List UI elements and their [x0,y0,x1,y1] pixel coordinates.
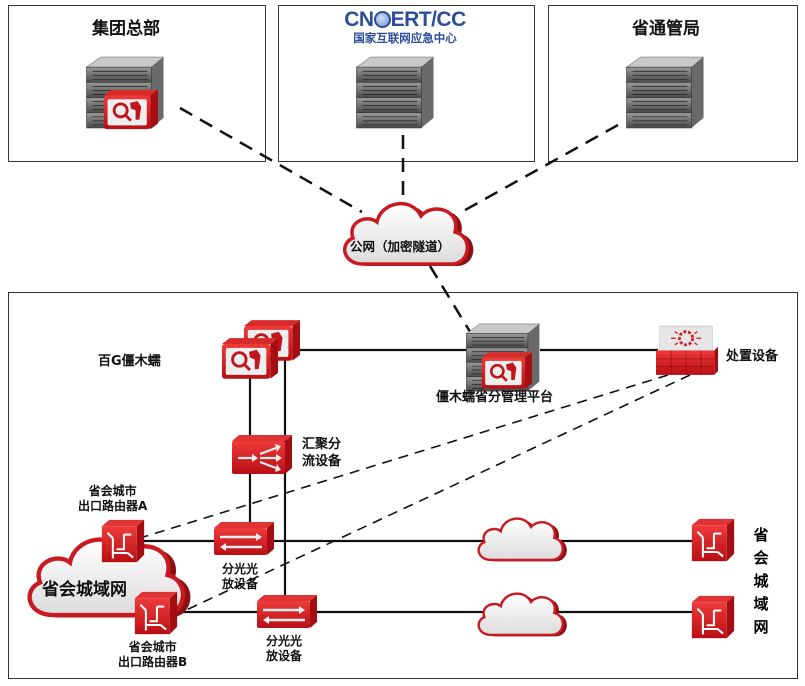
encrypted-links [179,106,619,336]
router-a-label: 省会城市 出口路由器A [78,484,148,513]
metro-cloud-right-2-icon [477,592,568,638]
metro-cloud-right-1-icon [477,517,568,563]
link-cloud-mgmt [428,265,474,336]
cncert-logo-subtitle: 国家互联网应急中心 [353,31,457,45]
prov-server-icon [626,56,704,129]
link-disposal-router-b [181,374,691,613]
public-cloud-icon [342,201,475,268]
cncert-logo-cn: CN [344,8,374,31]
mgmt-platform-label: 僵木蠕省分管理平台 [436,390,554,405]
metro-cloud-label: 省会城域网 [42,580,127,600]
cncert-server-icon [356,56,434,129]
cncert-logo: CN ERT/CC 国家互联网应急中心 [330,8,480,46]
hq-title: 集团总部 [92,19,160,39]
link-disposal-router-a [139,374,669,539]
disposal-links [139,374,691,613]
prov-title: 省通管局 [632,19,700,39]
aggregation-device-icon [230,433,292,475]
link-hq-cloud [179,106,363,214]
router-a-icon [100,518,146,564]
splitter-2-icon [255,593,317,630]
router-b-label: 省会城市 出口路由器B [118,640,188,669]
cncert-logo-ert: ERT/CC [390,8,467,31]
globe-icon [373,11,391,28]
router-b-icon [133,590,179,636]
aggregation-label: 汇聚分 流设备 [302,437,342,469]
public-cloud-label: 公网（加密隧道） [350,239,451,254]
remote-router-2-icon [690,594,736,640]
splitter-1-icon [212,520,274,557]
link-prov-cloud [457,123,619,216]
hundredg-trojan-label: 百G僵木蠕 [98,354,161,369]
metro-vertical-label: 省 会 城 域 网 [753,526,769,636]
splitter-2-label: 分光光 放设备 [266,634,303,663]
disposal-device-icon [656,324,718,376]
splitter-1-label: 分光光 放设备 [222,562,259,591]
remote-router-1-icon [690,517,736,563]
disposal-device-label: 处置设备 [726,349,779,364]
